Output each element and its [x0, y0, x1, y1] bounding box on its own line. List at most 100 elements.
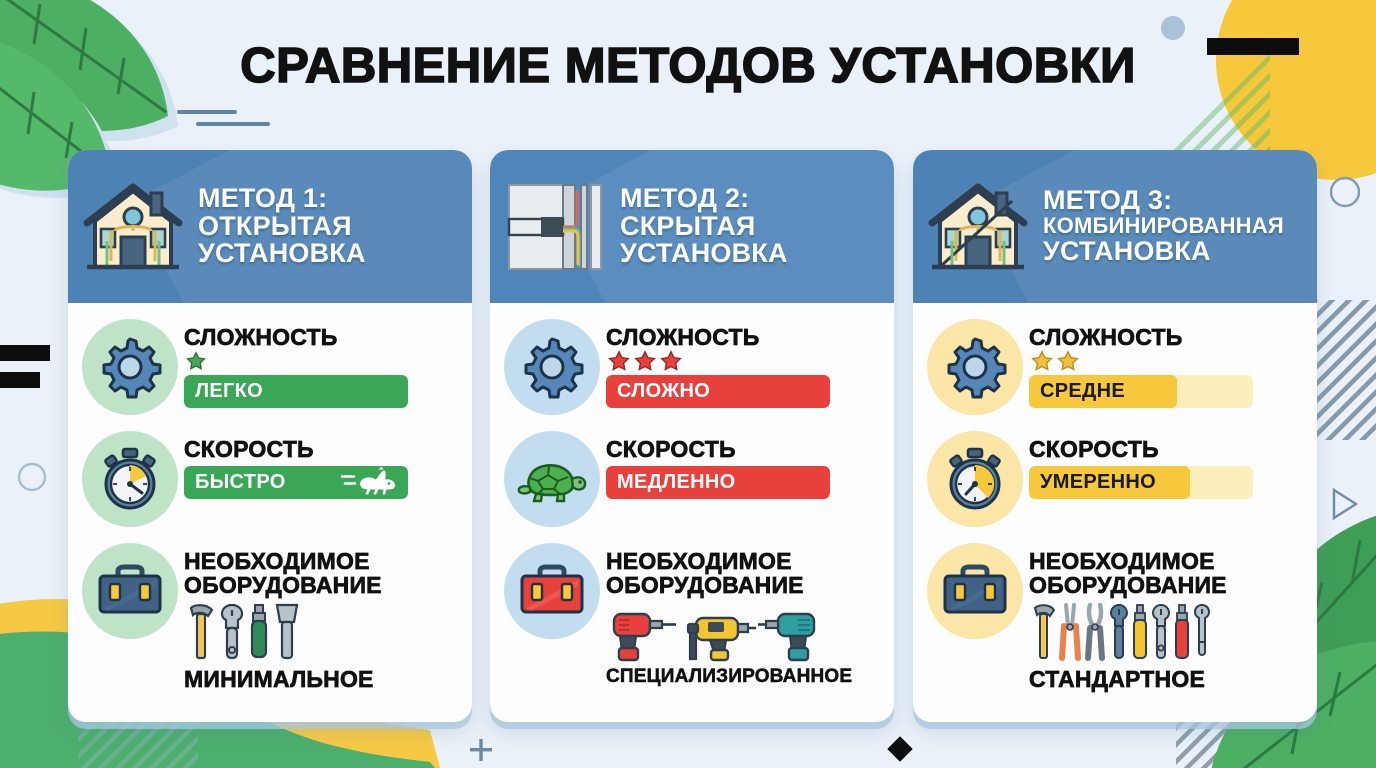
- card-3-speed-row: СКОРОСТЬ УМЕРЕННО: [913, 431, 1317, 527]
- rabbit-icon: [340, 466, 399, 499]
- dash-lines-decor: [177, 110, 270, 126]
- blue-hatch-right-decor: [1316, 300, 1376, 440]
- blue-dot-decor: [1161, 16, 1185, 40]
- toolbox-icon: [504, 543, 600, 639]
- card-2-difficulty-bar: СЛОЖНО: [606, 375, 830, 409]
- card-3-speed-bar: УМЕРЕННО: [1029, 466, 1253, 500]
- card-1-difficulty-value: ЛЕГКО: [195, 380, 263, 403]
- wall-section-hidden-wiring-icon: [490, 177, 620, 277]
- card-1-difficulty-bar: ЛЕГКО: [184, 375, 408, 409]
- stopwatch-icon: [927, 431, 1023, 527]
- card-1-speed-value: БЫСТРО: [195, 471, 286, 494]
- page-title: СРАВНЕНИЕ МЕТОДОВ УСТАНОВКИ: [239, 38, 1136, 94]
- method-card-2: МЕТОД 2: СКРЫТАЯ УСТАНОВКА СЛОЖНОСТЬ: [490, 150, 894, 722]
- method-cards-container: МЕТОД 1: ОТКРЫТАЯ УСТАНОВКА СЛОЖНОСТЬ: [0, 150, 1376, 730]
- card-2-tools: [608, 600, 880, 662]
- card-2-speed-bar: МЕДЛЕННО: [606, 466, 830, 500]
- house-combined-wiring-icon: [913, 175, 1043, 279]
- card-3-difficulty-bar: СРЕДНЕ: [1029, 375, 1253, 409]
- cordless-drill-teal-icon: [758, 613, 816, 662]
- house-open-wiring-icon: [68, 175, 198, 279]
- card-3-title-line2: КОМБИНИРОВАННАЯ: [1043, 213, 1284, 239]
- card-1-equipment-value: МИНИМАЛЬНОЕ: [184, 666, 374, 693]
- card-3-equipment-row: НЕОБХОДИМОЕ ОБОРУДОВАНИЕ: [913, 543, 1317, 693]
- gear-icon: [504, 319, 600, 415]
- card-2-body: СЛОЖНОСТЬ СЛОЖНО: [490, 303, 894, 722]
- hammer-icon: [1033, 604, 1056, 660]
- card-3-header-text: МЕТОД 3: КОМБИНИРОВАННАЯ УСТАНОВКА: [1043, 187, 1284, 265]
- black-bar-top-decor: [1207, 38, 1299, 55]
- card-2-speed-value: МЕДЛЕННО: [617, 471, 736, 494]
- card-2-equipment-label-1: НЕОБХОДИМОЕ: [606, 548, 792, 574]
- card-1-difficulty-label: СЛОЖНОСТЬ: [184, 324, 338, 350]
- cordless-drill-red-icon: [612, 613, 676, 662]
- card-2-difficulty-stars: [608, 350, 880, 372]
- card-1-speed-row: СКОРОСТЬ БЫСТРО: [68, 431, 472, 527]
- card-2-header: МЕТОД 2: СКРЫТАЯ УСТАНОВКА: [490, 150, 894, 303]
- card-3-speed-value: УМЕРЕННО: [1040, 471, 1156, 494]
- method-card-3: МЕТОД 3: КОМБИНИРОВАННАЯ УСТАНОВКА СЛОЖН…: [913, 150, 1317, 722]
- card-2-header-text: МЕТОД 2: СКРЫТАЯ УСТАНОВКА: [620, 182, 788, 269]
- card-3-difficulty-value: СРЕДНЕ: [1040, 380, 1125, 403]
- screwdriver-yellow-icon: [1133, 604, 1147, 660]
- card-2-equipment-row: НЕОБХОДИМОЕ ОБОРУДОВАНИЕ: [490, 543, 894, 688]
- card-3-header: МЕТОД 3: КОМБИНИРОВАННАЯ УСТАНОВКА: [913, 150, 1317, 303]
- plus-mark-decor: [470, 739, 492, 761]
- card-3-difficulty-row: СЛОЖНОСТЬ СРЕДНЕ: [913, 319, 1317, 415]
- diamond-mark-decor: [887, 736, 913, 762]
- card-1-body: СЛОЖНОСТЬ ЛЕГКО: [68, 303, 472, 722]
- turtle-icon: [504, 431, 600, 527]
- card-1-title-line1: МЕТОД 1:: [198, 182, 328, 213]
- card-1-difficulty-stars: [186, 350, 458, 372]
- gear-icon: [82, 319, 178, 415]
- card-3-body: СЛОЖНОСТЬ СРЕДНЕ: [913, 303, 1317, 722]
- circle-outline-decor: [1329, 176, 1361, 208]
- card-1-title-line2: ОТКРЫТАЯ: [198, 210, 352, 241]
- card-2-title-line2: СКРЫТАЯ: [620, 210, 756, 241]
- card-1-header-text: МЕТОД 1: ОТКРЫТАЯ УСТАНОВКА: [198, 182, 366, 269]
- pliers-grey-icon: [1085, 603, 1105, 662]
- card-1-equipment-label-1: НЕОБХОДИМОЕ: [184, 548, 370, 574]
- green-hatch-decor: [1165, 45, 1270, 150]
- wrench-grey-icon: [1151, 604, 1171, 660]
- card-2-equipment-label-2: ОБОРУДОВАНИЕ: [606, 572, 804, 599]
- screwdriver-icon: [250, 604, 268, 659]
- toolbox-icon: [82, 543, 178, 639]
- card-2-title-line3: УСТАНОВКА: [620, 238, 788, 269]
- card-2-title-line1: МЕТОД 2:: [620, 182, 750, 213]
- wrench-icon: [220, 604, 244, 660]
- card-1-equipment-label-2: ОБОРУДОВАНИЕ: [184, 572, 382, 599]
- card-2-difficulty-value: СЛОЖНО: [617, 380, 711, 403]
- card-1-title-line3: УСТАНОВКА: [198, 238, 366, 269]
- card-3-equipment-label-2: ОБОРУДОВАНИЕ: [1029, 572, 1227, 599]
- triangle-outline-decor: [1332, 487, 1359, 521]
- screwdriver-red-icon: [1175, 604, 1189, 660]
- card-3-tools: [1031, 600, 1303, 662]
- toolbox-icon: [927, 543, 1023, 639]
- card-2-speed-row: СКОРОСТЬ МЕДЛЕННО: [490, 431, 894, 527]
- card-1-tools: [186, 600, 458, 662]
- card-1-equipment-row: НЕОБХОДИМОЕ ОБОРУДОВАНИЕ: [68, 543, 472, 693]
- hammer-icon: [189, 604, 214, 660]
- pliers-orange-icon: [1059, 603, 1081, 662]
- wrench-slim-icon: [1193, 604, 1211, 657]
- card-2-speed-label: СКОРОСТЬ: [606, 436, 736, 462]
- card-3-speed-label: СКОРОСТЬ: [1029, 436, 1159, 462]
- card-1-difficulty-row: СЛОЖНОСТЬ ЛЕГКО: [68, 319, 472, 415]
- black-bar-left-2-decor: [0, 372, 40, 388]
- chisel-icon: [275, 604, 299, 660]
- card-3-difficulty-stars: [1031, 350, 1303, 372]
- circle-outline-left-decor: [17, 462, 47, 492]
- card-1-speed-label: СКОРОСТЬ: [184, 436, 314, 462]
- card-3-title-line1: МЕТОД 3:: [1043, 185, 1173, 216]
- method-card-1: МЕТОД 1: ОТКРЫТАЯ УСТАНОВКА СЛОЖНОСТЬ: [68, 150, 472, 722]
- wrench-blue-icon: [1109, 604, 1129, 660]
- card-3-equipment-label-1: НЕОБХОДИМОЕ: [1029, 548, 1215, 574]
- stopwatch-icon: [82, 431, 178, 527]
- card-2-equipment-value: СПЕЦИАЛИЗИРОВАННОЕ: [606, 666, 853, 688]
- gear-icon: [927, 319, 1023, 415]
- card-3-difficulty-label: СЛОЖНОСТЬ: [1029, 324, 1183, 350]
- card-3-title-line3: УСТАНОВКА: [1043, 235, 1211, 266]
- hammer-drill-yellow-icon: [686, 617, 756, 662]
